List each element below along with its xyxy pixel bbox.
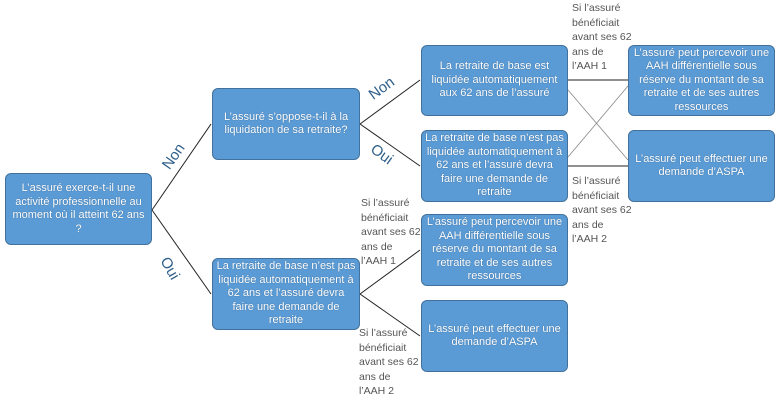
outcome-not-liquidated-mid: La retraite de base n’est pas liquidée a…: [421, 130, 568, 202]
outcome-aspa-bottom: L’assuré peut effectuer une demande d’AS…: [421, 300, 568, 372]
connector-root-non: [151, 123, 212, 211]
outcome-not-liquidated-left: La retraite de base n’est pas liquidée a…: [212, 258, 360, 330]
connector-root-oui: [151, 209, 212, 295]
note-aah2-bottom: Si l’assuré bénéficiait avant ses 62 ans…: [359, 327, 419, 397]
connector-oppose-non: [359, 79, 421, 125]
note-aah2-top: Si l’assuré bénéficiait avant ses 62 ans…: [572, 175, 632, 245]
question-oppose-liquidation: L’assuré s’oppose-t-il à la liquidation …: [212, 88, 360, 160]
note-aah1-top: Si l’assuré bénéficiait avant ses 62 ans…: [572, 2, 632, 72]
note-aah1-bottom: Si l’assuré bénéficiait avant ses 62 ans…: [361, 197, 421, 267]
connector-auto-aspa: [567, 89, 629, 161]
outcome-aah-top: L’assuré peut percevoir une AAH différen…: [628, 45, 775, 116]
question-professional-activity: L’assuré exerce-t-il une activité profes…: [5, 173, 152, 245]
connector-left-aah: [359, 249, 421, 295]
outcome-aah-bottom: L’assuré peut percevoir une AAH différen…: [421, 214, 568, 286]
outcome-auto-liquidated: La retraite de base est liquidée automat…: [421, 45, 568, 116]
connector-notliq-aah: [567, 85, 629, 158]
connector-left-aspa: [359, 293, 421, 337]
outcome-aspa-top: L’assuré peut effectuer une demande d’AS…: [628, 130, 775, 202]
connector-oppose-oui: [359, 123, 421, 167]
